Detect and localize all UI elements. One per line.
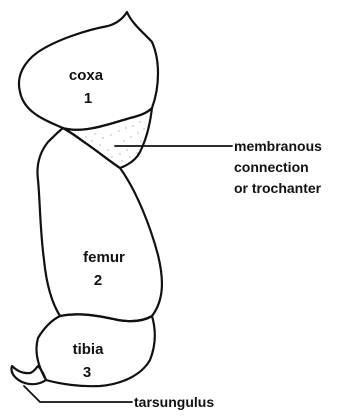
femur-segment [37,128,161,321]
femur-label: femur [83,249,125,266]
coxa-label: coxa [69,67,104,84]
membranous-label-line1: membranous [234,138,322,154]
tarsungulus-claw [11,366,46,384]
tibia-label: tibia [73,341,104,358]
membranous-label-line2: connection [234,159,309,175]
tarsungulus-label: tarsungulus [134,394,214,410]
femur-number: 2 [94,272,102,289]
coxa-number: 1 [84,90,92,107]
membranous-label-line3: or trochanter [234,180,322,196]
tarsungulus-leader-line [24,386,132,402]
tibia-number: 3 [83,364,91,381]
